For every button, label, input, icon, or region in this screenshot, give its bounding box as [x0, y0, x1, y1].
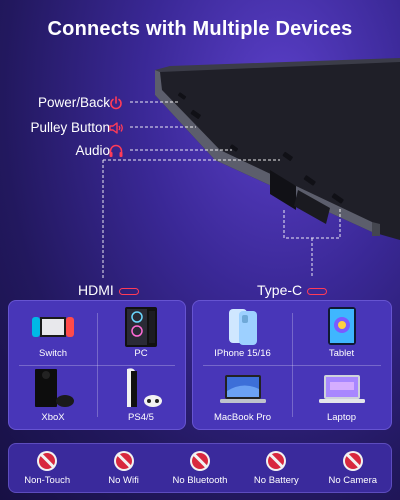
- device-label: Tablet: [328, 348, 355, 359]
- device-label: PC: [134, 348, 148, 359]
- switch-console-icon: [32, 317, 74, 337]
- hdmi-text: HDMI: [78, 282, 114, 298]
- panel-divider: [97, 313, 98, 417]
- macbook-icon: [219, 375, 266, 403]
- port-label-power: Power/Back: [37, 95, 110, 110]
- no-touch-item: Non-Touch: [11, 450, 83, 486]
- no-battery-item: No Battery: [240, 450, 312, 486]
- feature-label: No Wifi: [108, 474, 139, 486]
- typec-label: Type-C: [257, 282, 328, 298]
- no-bluetooth-item: No Bluetooth: [164, 450, 236, 486]
- typec-text: Type-C: [257, 282, 303, 298]
- no-bluetooth-icon: [189, 450, 210, 471]
- headphone-icon: [109, 144, 123, 157]
- headline: Connects with Multiple Devices: [47, 18, 353, 40]
- hdmi-label: HDMI: [78, 282, 139, 298]
- device-pc: PC: [97, 301, 185, 365]
- device-switch: Switch: [9, 301, 97, 365]
- no-touch-icon: [37, 450, 58, 471]
- feature-label: Non-Touch: [24, 474, 71, 486]
- no-camera-icon: [342, 450, 363, 471]
- device-label: MacBook Pro: [213, 412, 272, 423]
- phone-icon: [228, 309, 257, 345]
- tablet-icon: [327, 307, 356, 345]
- device-label: PS4/5: [128, 412, 154, 423]
- panel-divider: [19, 365, 175, 366]
- feature-label: No Bluetooth: [172, 474, 228, 486]
- playstation-icon: [127, 368, 162, 407]
- feature-label: No Camera: [328, 474, 378, 486]
- device-iphone: IPhone 15/16: [193, 301, 292, 365]
- device-macbook: MacBook Pro: [193, 365, 292, 429]
- device-label: XboX: [41, 412, 65, 423]
- port-label-audio: Audio: [75, 143, 110, 158]
- no-wifi-icon: [113, 450, 134, 471]
- no-wifi-item: No Wifi: [88, 450, 160, 486]
- hdmi-devices-panel: Switch PC XboX PS4/5: [8, 300, 186, 430]
- device-xbox: XboX: [9, 365, 97, 429]
- device-label: IPhone 15/16: [214, 348, 271, 359]
- no-battery-icon: [266, 450, 287, 471]
- device-label: Laptop: [326, 412, 357, 423]
- port-label-pulley: Pulley Button: [30, 120, 110, 135]
- feature-label: No Battery: [253, 474, 299, 486]
- typec-devices-panel: IPhone 15/16 Tablet MacBook Pro Laptop: [192, 300, 392, 430]
- laptop-icon: [318, 375, 365, 403]
- not-included-features-bar: Non-Touch No Wifi No Bluetooth No Batter…: [8, 443, 392, 493]
- monitor-illustration: [155, 58, 400, 240]
- device-label: Switch: [39, 348, 67, 359]
- no-camera-item: No Camera: [317, 450, 389, 486]
- power-icon: [110, 96, 122, 110]
- device-ps: PS4/5: [97, 365, 185, 429]
- speaker-icon: [109, 122, 123, 134]
- typec-port-icon: [307, 287, 328, 295]
- panel-divider: [203, 365, 381, 366]
- xbox-icon: [35, 369, 74, 407]
- panel-divider: [292, 313, 293, 417]
- pc-tower-icon: [125, 307, 157, 347]
- hdmi-port-icon: [118, 287, 139, 295]
- device-laptop: Laptop: [292, 365, 391, 429]
- device-tablet: Tablet: [292, 301, 391, 365]
